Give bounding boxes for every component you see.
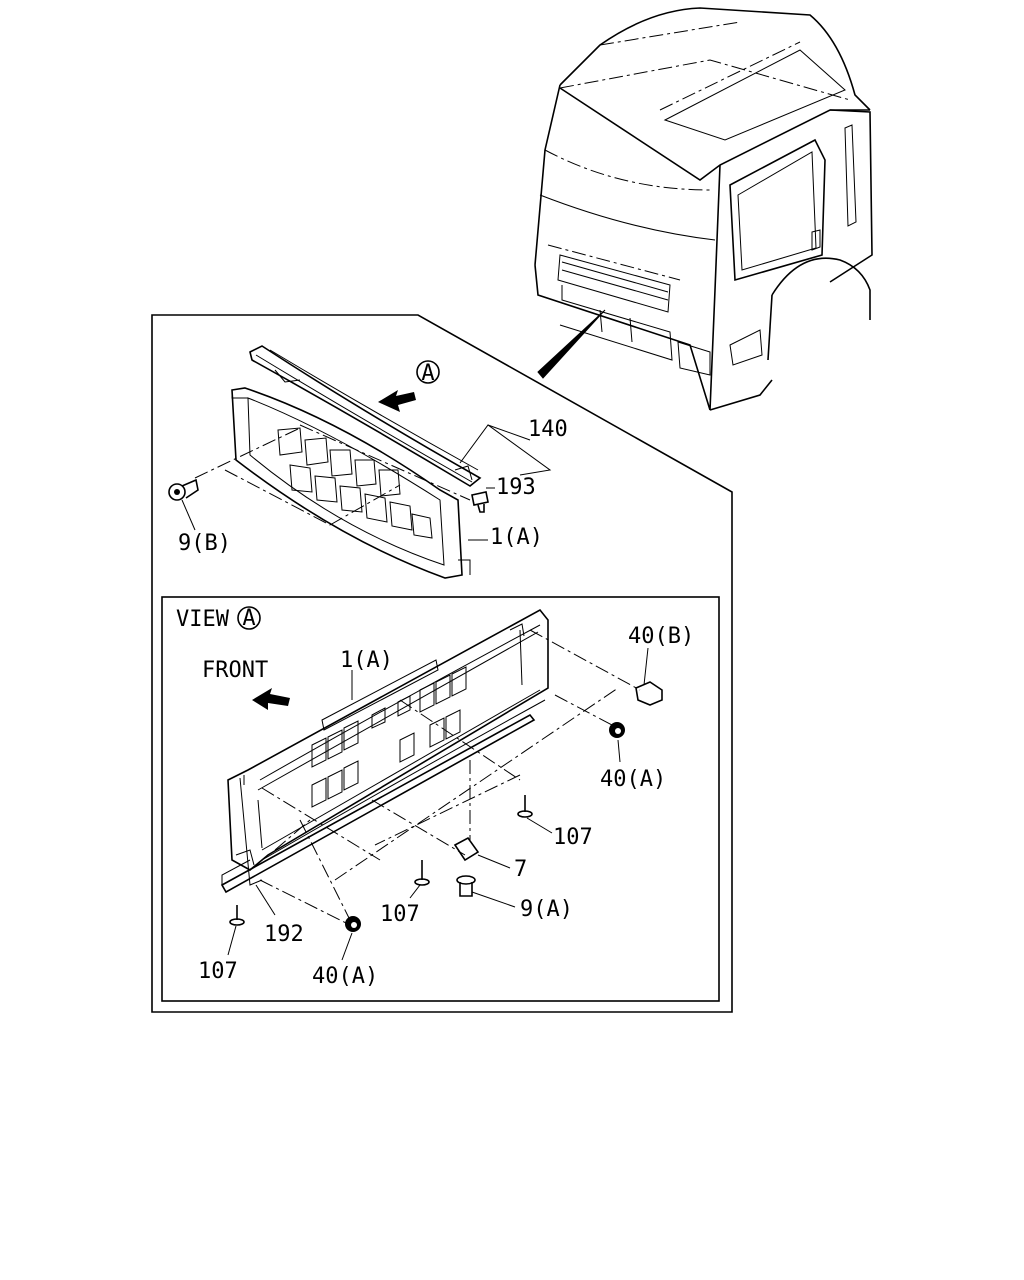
- front-arrow-icon: [252, 688, 290, 710]
- front-label: FRONT: [202, 658, 268, 683]
- grille-exploded-view: [168, 345, 489, 579]
- part-9a-label: 9(A): [520, 897, 573, 922]
- clip-40b-icon: [635, 681, 663, 706]
- view-title-label: VIEW: [176, 607, 230, 632]
- part-107-mid-label: 107: [380, 902, 420, 927]
- part-7-label: 7: [514, 857, 527, 882]
- part-193-label: 193: [496, 475, 536, 500]
- part-40a-bottom-label: 40(A): [312, 964, 378, 989]
- pin-9a-icon: [456, 875, 476, 897]
- view-a-circle: [237, 606, 261, 630]
- view-a-arrow: A: [378, 360, 440, 412]
- part-1a-top-label: 1(A): [490, 525, 543, 550]
- clip-7-icon: [453, 836, 480, 862]
- part-192-label: 192: [264, 922, 304, 947]
- screw-107-right-icon: [517, 795, 533, 818]
- view-a-inset-frame: [161, 596, 720, 1002]
- part-1a-view-label: 1(A): [340, 648, 393, 673]
- part-140-label: 140: [528, 417, 568, 442]
- part-107-right-label: 107: [553, 825, 593, 850]
- grille-rear-view: [220, 608, 641, 926]
- view-marker-label: A: [421, 361, 434, 386]
- view-title-marker: A: [242, 606, 255, 631]
- detail-frame: [151, 314, 733, 1013]
- part-107-left-label: 107: [198, 959, 238, 984]
- screw-107-left-icon: [229, 905, 245, 926]
- nut-40a-right-icon: [609, 722, 625, 738]
- part-40a-right-label: 40(A): [600, 767, 666, 792]
- part-40b-label: 40(B): [628, 624, 694, 649]
- clip-193-icon: [471, 491, 489, 513]
- pointer-arrow: [537, 309, 606, 379]
- nut-40a-bottom-icon: [345, 916, 361, 932]
- part-9b-label: 9(B): [178, 531, 231, 556]
- screw-9b-icon: [168, 478, 199, 501]
- truck-cab-illustration: [534, 7, 873, 411]
- screw-107-mid-icon: [414, 860, 430, 886]
